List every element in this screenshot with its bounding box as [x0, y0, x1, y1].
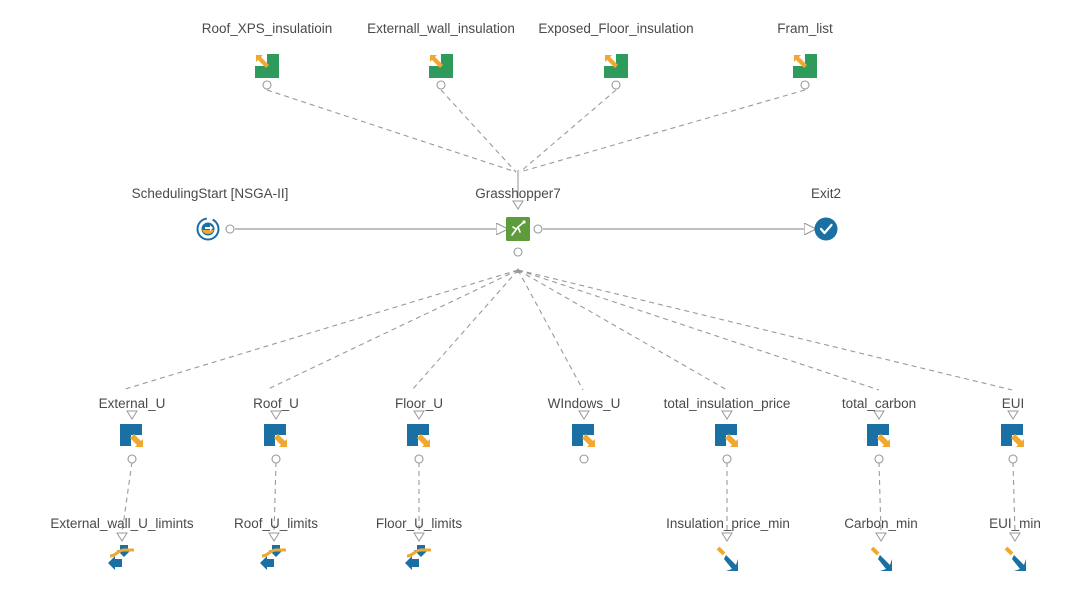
- objective-minimize-icon[interactable]: [1004, 546, 1026, 571]
- node-label-roof-limits: Roof_U_limits: [233, 516, 319, 531]
- node-label-windows-u: WIndows_U: [547, 396, 621, 411]
- windows-u-input-port: [578, 410, 590, 420]
- link-fram-list-to-grasshopper: [519, 89, 806, 173]
- node-label-external-wall-limits: External_wall_U_limints: [50, 516, 194, 531]
- node-label-total-insulation-price: total_insulation_price: [663, 396, 791, 411]
- output-parameter-icon[interactable]: [572, 424, 595, 464]
- node-label-floor-u: Floor_U: [394, 396, 444, 411]
- grasshopper-icon[interactable]: [506, 217, 543, 257]
- node-label-external-u: External_U: [98, 396, 166, 411]
- input-parameter-icon[interactable]: [604, 54, 628, 90]
- eui-min-input-port: [1009, 532, 1021, 542]
- roof-limits-input-port: [268, 532, 280, 542]
- node-label-exposed-floor-insulation: Exposed_Floor_insulation: [538, 21, 694, 36]
- link-grasshopper-to-total-insulation-price: [517, 269, 728, 391]
- link-grasshopper-to-external-u: [121, 269, 519, 391]
- output-parameter-icon[interactable]: [1001, 424, 1024, 464]
- output-parameter-icon[interactable]: [407, 424, 430, 464]
- link-grasshopper-to-roof-u: [265, 269, 519, 391]
- node-label-carbon-min: Carbon_min: [844, 516, 918, 531]
- node-label-external-wall-insulation: Externall_wall_insulation: [367, 21, 515, 36]
- link-roof-xps-to-grasshopper: [266, 89, 517, 173]
- total-carbon-input-port: [873, 410, 885, 420]
- node-label-total-carbon: total_carbon: [841, 396, 917, 411]
- insulation-price-min-input-port: [721, 532, 733, 542]
- node-label-fram-list: Fram_list: [777, 21, 833, 36]
- link-total-carbon-to-min: [878, 461, 882, 534]
- link-external-wall-to-grasshopper: [440, 89, 517, 173]
- node-label-scheduling-start: SchedulingStart [NSGA-II]: [131, 186, 289, 201]
- link-eui-to-min: [1012, 461, 1016, 534]
- link-roof-u-to-limits: [273, 461, 277, 534]
- output-parameter-icon[interactable]: [120, 424, 143, 464]
- node-label-exit: Exit2: [810, 186, 842, 201]
- constraint-icon[interactable]: [405, 545, 431, 570]
- exit-check-icon[interactable]: [814, 217, 838, 241]
- input-parameter-icon[interactable]: [255, 54, 279, 90]
- external-u-input-port: [126, 410, 138, 420]
- grasshopper-input-port: [512, 170, 524, 210]
- node-label-eui-min: EUI_min: [989, 516, 1041, 531]
- constraint-icon[interactable]: [260, 545, 286, 570]
- link-grasshopper-to-eui: [517, 269, 1013, 391]
- scheduler-start-icon[interactable]: [196, 217, 235, 241]
- floor-u-input-port: [413, 410, 425, 420]
- constraint-icon[interactable]: [108, 545, 134, 570]
- node-label-floor-limits: Floor_U_limits: [375, 516, 463, 531]
- input-parameter-icon[interactable]: [793, 54, 817, 90]
- link-exposed-floor-to-grasshopper: [519, 89, 617, 173]
- node-label-eui: EUI: [1001, 396, 1025, 411]
- objective-minimize-icon[interactable]: [870, 546, 892, 571]
- output-parameter-icon[interactable]: [715, 424, 738, 464]
- link-external-u-to-limits: [121, 461, 133, 534]
- node-label-roof-u: Roof_U: [253, 396, 299, 411]
- node-label-grasshopper: Grasshopper7: [475, 186, 561, 201]
- link-grasshopper-to-floor-u: [411, 269, 519, 391]
- external-wall-limits-input-port: [116, 532, 128, 542]
- output-parameter-icon[interactable]: [867, 424, 890, 464]
- floor-limits-input-port: [413, 532, 425, 542]
- input-parameter-icon[interactable]: [429, 54, 453, 90]
- roof-u-input-port: [270, 410, 282, 420]
- objective-minimize-icon[interactable]: [716, 546, 738, 571]
- carbon-min-input-port: [875, 532, 887, 542]
- grasshopper-output-arrow: [515, 268, 521, 273]
- total-insulation-price-input-port: [721, 410, 733, 420]
- output-parameter-icon[interactable]: [264, 424, 287, 464]
- node-label-roof-xps-insulation: Roof_XPS_insulatioin: [201, 21, 333, 36]
- link-grasshopper-to-total-carbon: [517, 269, 880, 391]
- link-grasshopper-to-windows-u: [517, 269, 584, 391]
- node-label-insulation-price-min: Insulation_price_min: [666, 516, 790, 531]
- eui-input-port: [1007, 410, 1019, 420]
